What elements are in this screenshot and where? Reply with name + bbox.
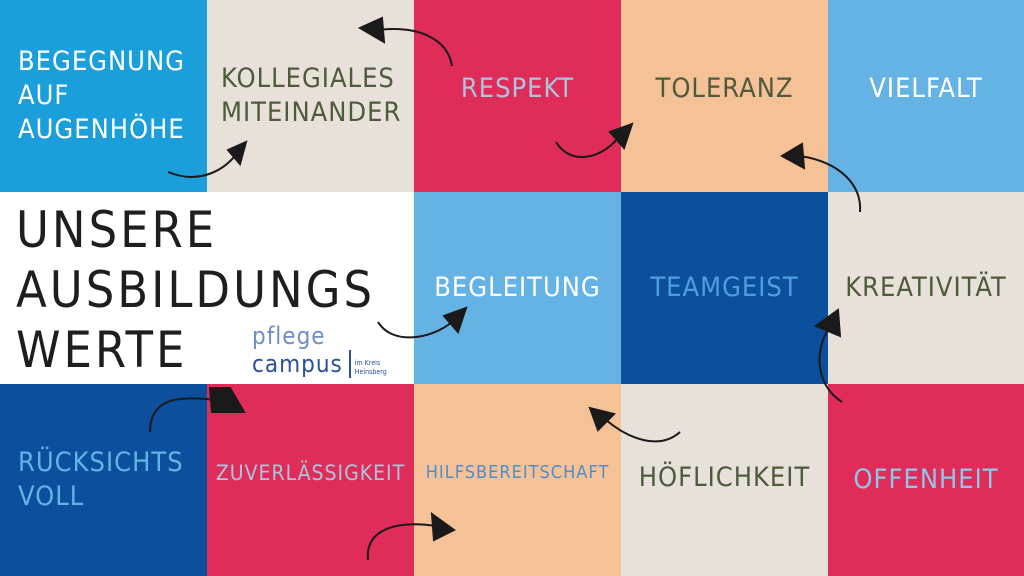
- value-hilfsbereitschaft: HILFSBEREITSCHAFT: [414, 384, 621, 576]
- value-kreativitaet: KREATIVITÄT: [828, 192, 1024, 384]
- logo-main: campus: [252, 350, 351, 378]
- value-offenheit: OFFENHEIT: [828, 384, 1024, 576]
- logo-sub1: im Kreis: [354, 359, 381, 368]
- logo-sub2: Heinsberg: [354, 367, 387, 376]
- text-line: RÜCKSICHTS: [18, 447, 184, 479]
- text-line: BEGEGNUNG: [18, 46, 185, 78]
- text-line: AUF: [18, 80, 70, 112]
- value-begleitung: BEGLEITUNG: [414, 192, 621, 384]
- logo-top: pflege: [252, 322, 326, 350]
- value-toleranz: TOLERANZ: [621, 0, 828, 192]
- text-line: KOLLEGIALES: [221, 63, 395, 95]
- text-line: AUGENHÖHE: [18, 113, 185, 145]
- value-vielfalt: VIELFALT: [828, 0, 1024, 192]
- value-hoeflichkeit: HÖFLICHKEIT: [621, 384, 828, 576]
- title-line: UNSERE: [16, 201, 218, 259]
- text-line: MITEINANDER: [221, 97, 402, 128]
- title-line: AUSBILDUNGS: [16, 261, 376, 319]
- value-teamgeist: TEAMGEIST: [621, 192, 828, 384]
- value-zuverlaessigkeit: ZUVERLÄSSIGKEIT: [207, 384, 414, 576]
- text-line: VOLL: [18, 481, 85, 512]
- value-respekt: RESPEKT: [414, 0, 621, 192]
- title-line: WERTE: [16, 321, 188, 379]
